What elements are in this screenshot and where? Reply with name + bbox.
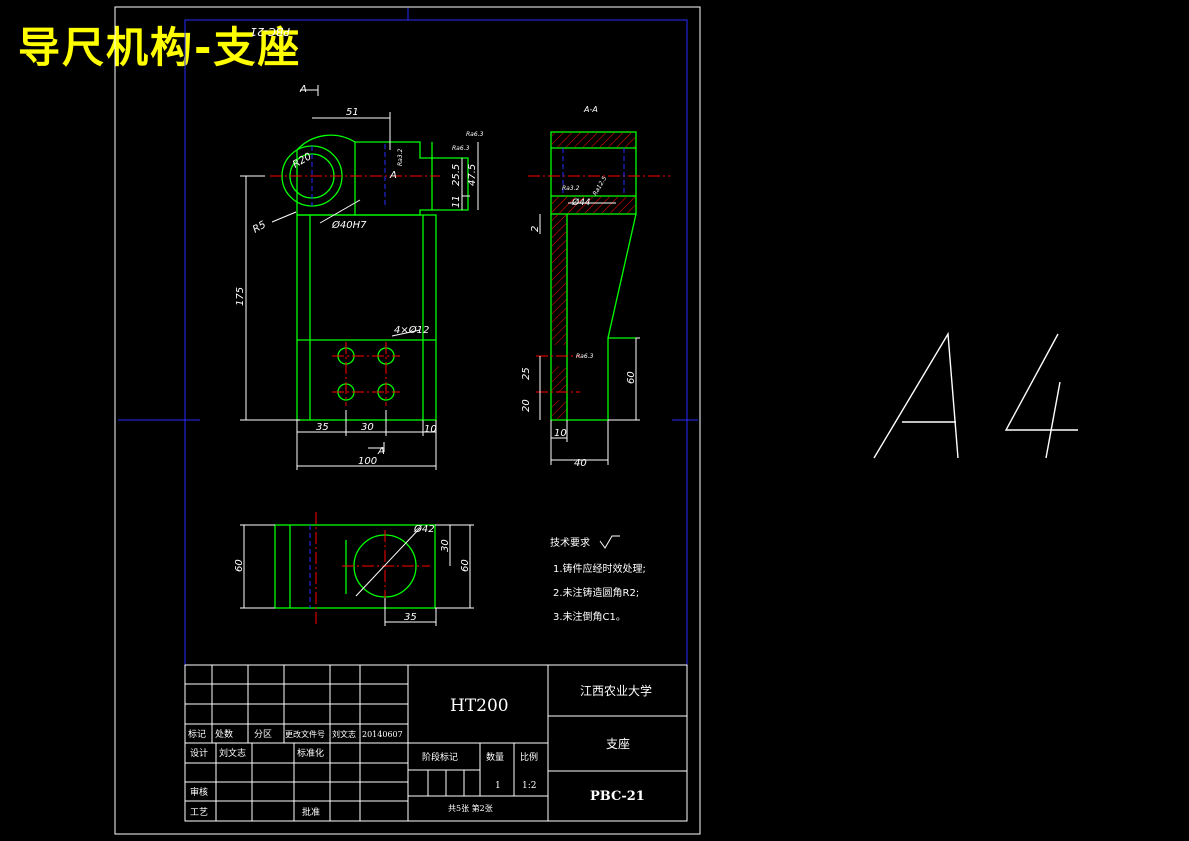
dim-holes: 4×Ø12 [394, 324, 429, 336]
top-mark: PBC-21 [250, 25, 290, 38]
dim-25: 25 [521, 367, 532, 380]
roughness-c: Ra3.2 [397, 148, 404, 166]
dim-47-5: 47.5 [467, 164, 478, 186]
qty-value: 1 [495, 781, 501, 791]
tech-item-3: 3.未注倒角C1。 [553, 610, 626, 623]
roughness-d: Ra3.2 [562, 185, 580, 192]
row-label-3: 更改文件号 [285, 729, 325, 739]
roughness-e: Ra12.5 [592, 175, 609, 197]
dim-d44: Ø44 [571, 197, 591, 208]
dim-175: 175 [235, 287, 246, 306]
dim-60-left: 60 [234, 559, 245, 572]
material: HT200 [450, 696, 509, 716]
sheet-count: 共5张 第2张 [448, 803, 493, 813]
dim-20: 20 [521, 399, 532, 412]
tech-heading: 技术要求 [550, 536, 590, 549]
row-label-5: 20140607 [362, 730, 403, 739]
dim-40: 40 [574, 458, 587, 469]
approve-label: 批准 [302, 806, 320, 818]
dim-2: 2 [530, 226, 541, 232]
drawing-title: 导尺机构-支座 [18, 23, 302, 72]
dim-d42: Ø42 [413, 523, 435, 535]
roughness-b: Ra6.3 [452, 145, 470, 152]
outer-frame [114, 6, 701, 835]
process-label: 工艺 [190, 807, 208, 818]
roughness-f: Ra6.3 [576, 353, 594, 360]
scale-label: 比例 [520, 751, 538, 763]
tech-item-2: 2.未注铸造圆角R2; [553, 586, 639, 599]
front-view [281, 134, 469, 421]
qty-label: 数量 [486, 751, 504, 763]
dim-35: 35 [316, 422, 329, 433]
scale-value: 1:2 [522, 781, 536, 791]
review-label: 审核 [190, 786, 208, 798]
dim-bore: Ø40H7 [331, 219, 367, 231]
dim-11: 11 [451, 195, 462, 208]
sheet-format-glyphs [873, 331, 1078, 459]
dim-r5: R5 [251, 219, 268, 235]
title-block [184, 664, 688, 822]
part-name: 支座 [606, 736, 630, 751]
row-label-2: 分区 [254, 729, 272, 740]
roughness-a: Ra6.3 [466, 131, 484, 138]
row-label-1: 处数 [215, 728, 233, 740]
section-marker-top: A [299, 84, 307, 95]
school-name: 江西农业大学 [580, 683, 652, 698]
dim-60-right: 60 [460, 559, 471, 572]
section-marker-mid: A [389, 170, 397, 181]
dim-51: 51 [346, 107, 359, 118]
tech-item-1: 1.铸件应经时效处理; [553, 562, 646, 575]
standard-label: 标准化 [297, 747, 324, 759]
dim-30: 30 [361, 422, 374, 433]
designer-name: 刘文志 [219, 747, 246, 759]
section-marker-bottom: A [377, 446, 385, 457]
dim-35-bottom: 35 [404, 612, 417, 623]
row-label-4: 刘文志 [332, 729, 356, 739]
design-label: 设计 [190, 747, 208, 759]
dim-25-5: 25.5 [451, 164, 462, 186]
dim-100: 100 [358, 456, 377, 467]
roughness-symbol [599, 535, 620, 549]
row-label-0: 标记 [188, 728, 206, 740]
dim-60-side: 60 [626, 371, 637, 384]
stage-label: 阶段标记 [422, 751, 458, 763]
drawing-number: PBC-21 [590, 789, 645, 804]
dim-10: 10 [424, 424, 437, 435]
dim-30-top: 30 [440, 539, 451, 552]
dim-10-side: 10 [554, 428, 567, 439]
section-title: A-A [583, 105, 598, 114]
